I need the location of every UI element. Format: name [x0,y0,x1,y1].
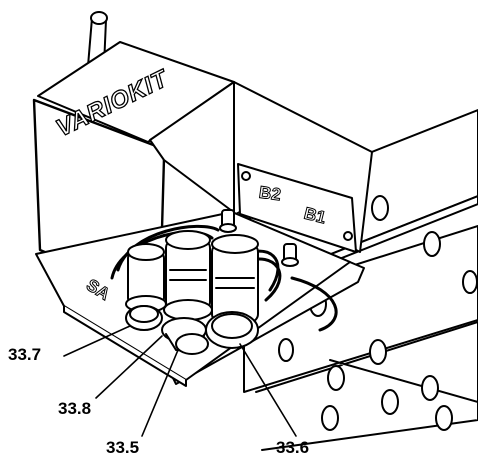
callout-33-6: 33.6 [276,438,310,457]
small-nipple-2 [281,243,299,267]
small-nipple-1 [219,209,237,233]
coupling-right [211,234,259,323]
leader-33-6 [239,343,297,437]
leader-33-7 [63,325,131,357]
callout-33-5: 33.5 [106,438,140,457]
leader-lines [63,325,297,437]
leader-33-8 [95,335,163,399]
leader-33-5 [141,349,179,437]
port-label-plate [237,163,357,253]
dust-cap-33-6 [205,311,259,349]
coupling-left [125,243,167,313]
perforated-rail-lower [243,225,478,451]
port-label-b2: B2 [257,182,283,205]
callout-33-7: 33.7 [8,345,42,364]
callout-33-8: 33.8 [58,399,92,418]
coupling-center [163,230,213,321]
dust-cap-33-5 [175,333,209,355]
dust-cap-33-7 [125,305,163,331]
